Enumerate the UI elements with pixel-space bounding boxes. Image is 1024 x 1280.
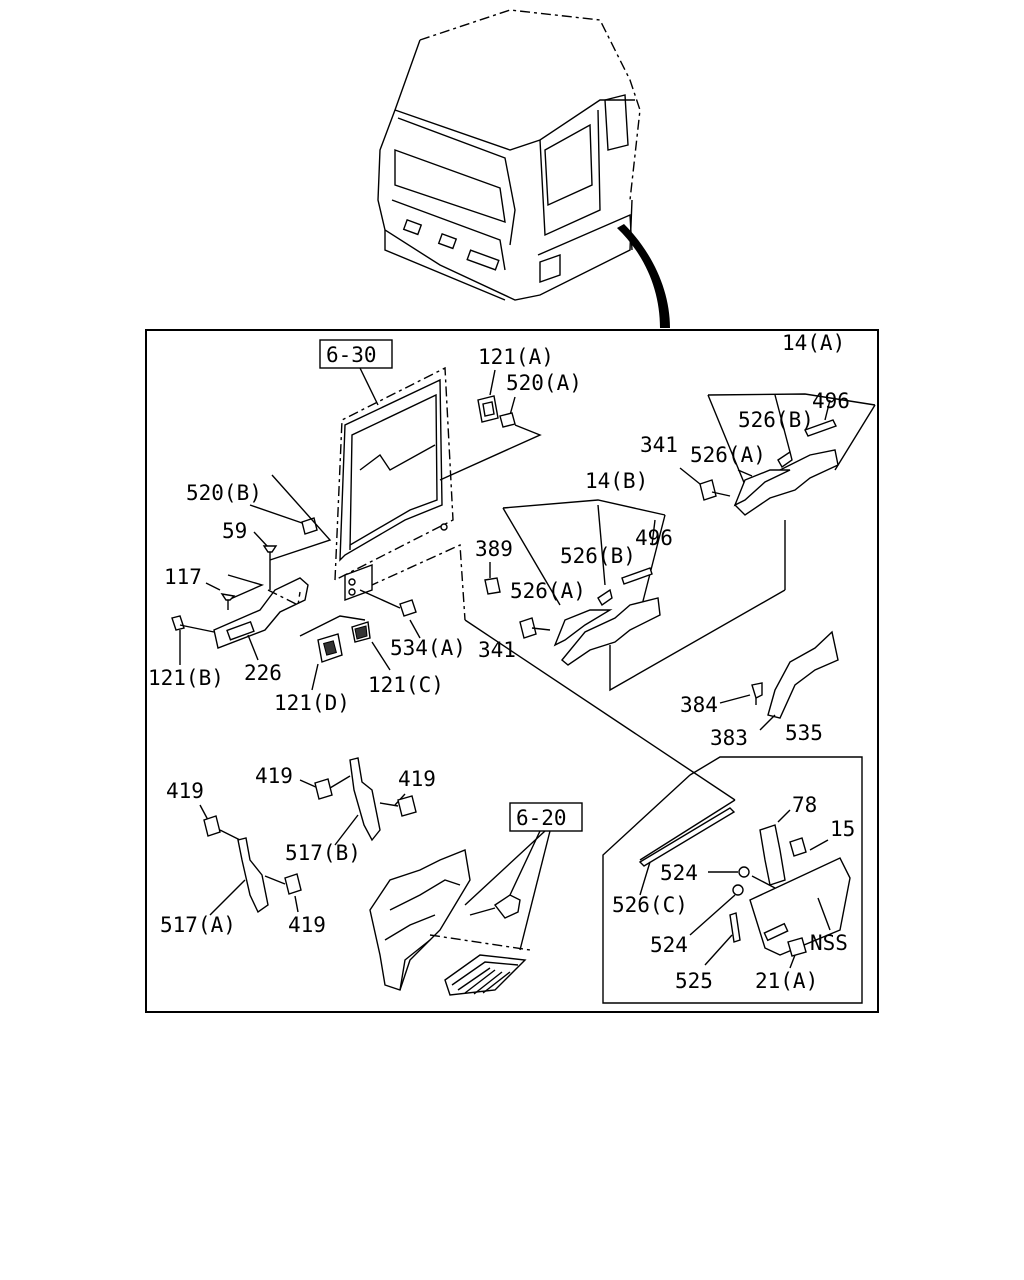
- bracket-517A-group: 419 419 517(A): [160, 779, 326, 937]
- label-526B-mid: 526(B): [560, 544, 636, 568]
- label-520A: 520(A): [506, 371, 582, 395]
- label-117: 117: [164, 565, 202, 589]
- label-15: 15: [830, 817, 855, 841]
- door-assembly: 6-30: [319, 339, 466, 621]
- parts-121A-520A: 121(A) 520(A): [439, 345, 582, 481]
- label-21A: 21(A): [755, 969, 818, 993]
- label-524-a: 524: [660, 861, 698, 885]
- label-517B: 517(B): [285, 841, 361, 865]
- label-384: 384: [680, 693, 718, 717]
- label-496-top: 496: [812, 389, 850, 413]
- step-14B-group: 14(B) 496 526(B) 389 526(A) 341: [475, 469, 786, 692]
- label-526B-top: 526(B): [738, 408, 814, 432]
- label-59: 59: [222, 519, 247, 543]
- ref-box-630: [319, 339, 393, 369]
- label-517A: 517(A): [160, 913, 236, 937]
- label-389: 389: [475, 537, 513, 561]
- label-496-mid: 496: [635, 526, 673, 550]
- label-526A-mid: 526(A): [510, 579, 586, 603]
- nss-inset-box: 526(C) 78 15 524 NSS 524 525 21(A): [602, 756, 863, 1004]
- label-419-b: 419: [398, 767, 436, 791]
- label-121A: 121(A): [478, 345, 554, 369]
- label-78: 78: [792, 793, 817, 817]
- ref-630-label: 6-30: [326, 343, 377, 367]
- bracket-517B-group: 419 419 517(B): [255, 757, 436, 865]
- diagram-frame: [145, 329, 879, 1013]
- step-14A-group: 14(A) 496 526(B) 341 526(A): [640, 331, 876, 516]
- label-383: 383: [710, 726, 748, 750]
- label-535: 535: [785, 721, 823, 745]
- label-419-c: 419: [166, 779, 204, 803]
- bracket-226-group: 520(B) 59 117 121(B) 226: [148, 474, 332, 690]
- label-226: 226: [244, 661, 282, 685]
- label-419-a: 419: [255, 764, 293, 788]
- label-121B: 121(B): [148, 666, 224, 690]
- parts-121C-121D-534A: 534(A) 121(C) 121(D): [274, 589, 466, 715]
- label-121D: 121(D): [274, 691, 350, 715]
- label-524-b: 524: [650, 933, 688, 957]
- label-14A: 14(A): [782, 331, 845, 355]
- label-341-top: 341: [640, 433, 678, 457]
- ref-box-620: [509, 802, 583, 832]
- label-526C: 526(C): [612, 893, 688, 917]
- label-520B: 520(B): [186, 481, 262, 505]
- label-534A: 534(A): [390, 636, 466, 660]
- part-383-384: 384 383 535: [680, 630, 839, 750]
- label-14B: 14(B): [585, 469, 648, 493]
- truck-cab-illustration: [377, 9, 670, 328]
- step-panel-620-group: 6-20: [369, 802, 583, 996]
- label-NSS: NSS: [810, 931, 848, 955]
- label-419-d: 419: [288, 913, 326, 937]
- ref-620-label: 6-20: [516, 806, 567, 830]
- label-525: 525: [675, 969, 713, 993]
- label-526A-top: 526(A): [690, 443, 766, 467]
- label-121C: 121(C): [368, 673, 444, 697]
